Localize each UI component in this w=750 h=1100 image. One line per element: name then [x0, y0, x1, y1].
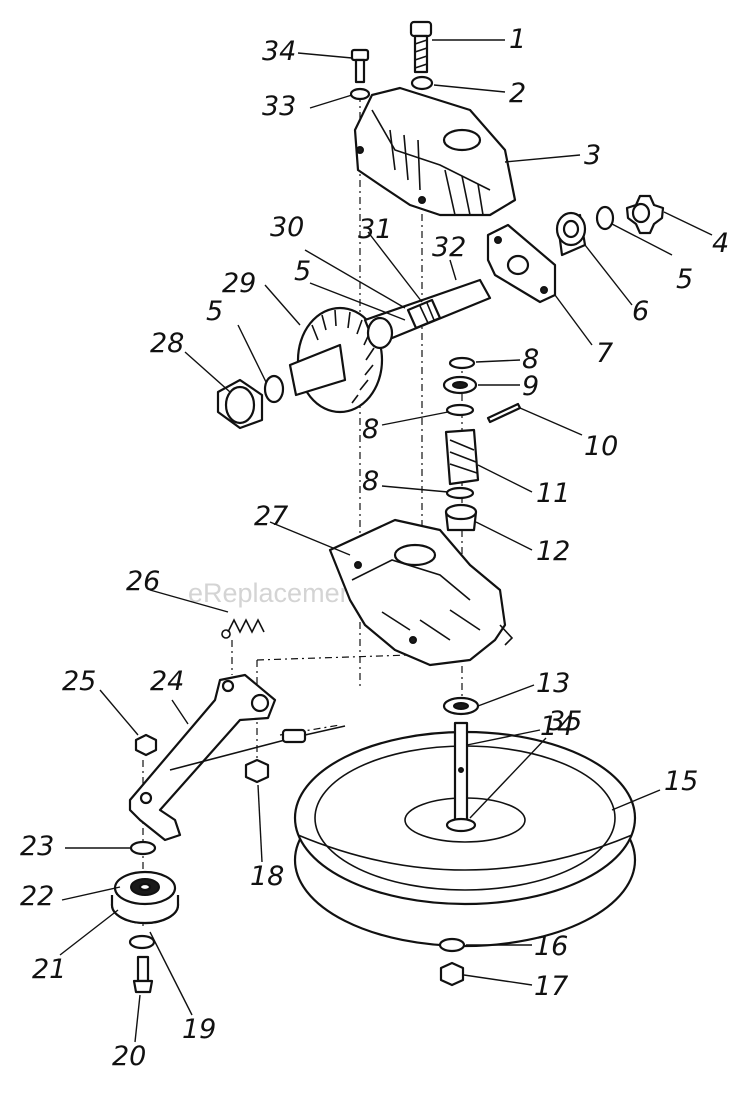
- sprocket-part-4: [625, 194, 665, 235]
- callout-18: 18: [250, 861, 284, 892]
- bearing-part-6: [555, 211, 587, 257]
- callout-31: 31: [358, 214, 392, 245]
- callout-leaders: [59, 39, 713, 1043]
- callout-19: 19: [182, 1014, 216, 1045]
- bearing-part-9: [442, 375, 478, 395]
- callout-8-middle: 8: [362, 414, 379, 445]
- shaft-part-14: [445, 721, 477, 833]
- callout-5-right: 5: [676, 264, 693, 295]
- bolt-part-1: [409, 20, 433, 74]
- washer-part-8-bottom: [445, 486, 475, 500]
- plate-part-7: [486, 223, 557, 304]
- idler-pulley-part-21: [110, 870, 180, 925]
- callout-6: 6: [632, 296, 649, 327]
- bolt-part-20: [132, 955, 154, 994]
- washer-part-8-middle: [445, 403, 475, 417]
- callout-30: 30: [270, 212, 304, 243]
- callout-22: 22: [20, 881, 54, 912]
- callout-10: 10: [584, 431, 618, 462]
- callout-8-bottom: 8: [362, 466, 379, 497]
- washer-part-19: [128, 934, 156, 950]
- callout-17: 17: [534, 971, 568, 1002]
- callout-20: 20: [112, 1041, 146, 1072]
- callout-9: 9: [522, 371, 539, 402]
- bearing-part-13: [442, 696, 480, 716]
- callout-24: 24: [150, 666, 184, 697]
- callout-28: 28: [150, 328, 184, 359]
- pin-part-10: [486, 402, 522, 424]
- callout-5-left: 5: [206, 296, 223, 327]
- callout-3: 3: [584, 140, 601, 171]
- callout-33: 33: [262, 91, 296, 122]
- callout-15: 15: [664, 766, 698, 797]
- lower-housing-part-27: [328, 518, 514, 667]
- washer-part-23: [129, 840, 157, 856]
- callout-8-top: 8: [522, 344, 539, 375]
- callout-27: 27: [254, 501, 288, 532]
- nut-part-17: [439, 961, 465, 987]
- washer-part-5-left: [263, 374, 285, 404]
- screw-part-34: [350, 48, 370, 84]
- callout-5-middle: 5: [294, 256, 311, 287]
- bearing-part-12: [444, 503, 478, 532]
- washer-part-16: [438, 937, 466, 953]
- callout-23: 23: [20, 831, 54, 862]
- callout-26: 26: [126, 566, 160, 597]
- callout-13: 13: [536, 668, 570, 699]
- callout-7: 7: [596, 338, 613, 369]
- callout-14: 14: [540, 711, 574, 742]
- callout-16: 16: [534, 931, 568, 962]
- bracket-part-24: [128, 673, 277, 842]
- gear-part-29: [288, 306, 384, 414]
- worm-shaft-part-32: [363, 278, 492, 350]
- upper-housing-part-3: [353, 86, 517, 217]
- callout-12: 12: [536, 536, 570, 567]
- washer-part-5-right: [595, 205, 615, 231]
- nut-part-25: [134, 733, 158, 757]
- callout-11: 11: [536, 478, 570, 509]
- callout-21: 21: [32, 954, 66, 985]
- callout-35: 35: [548, 706, 582, 737]
- callout-34: 34: [262, 36, 296, 67]
- callout-labels: 1 2 3 4 5 6 7 8 9 10 8 11 8 12 13 14 35 …: [20, 24, 729, 1072]
- callout-29: 29: [222, 268, 256, 299]
- lockwasher-part-33: [349, 87, 371, 101]
- callout-25: 25: [62, 666, 96, 697]
- callout-32: 32: [432, 232, 466, 263]
- callout-1: 1: [509, 24, 526, 55]
- washer-part-2: [410, 75, 434, 91]
- washer-part-8-top: [448, 356, 476, 370]
- callout-2: 2: [509, 78, 526, 109]
- nut-part-18: [244, 758, 270, 784]
- spring-part-26: [221, 618, 265, 639]
- callout-4: 4: [712, 228, 729, 259]
- pinion-part-11: [444, 428, 480, 486]
- control-cable: [169, 725, 346, 771]
